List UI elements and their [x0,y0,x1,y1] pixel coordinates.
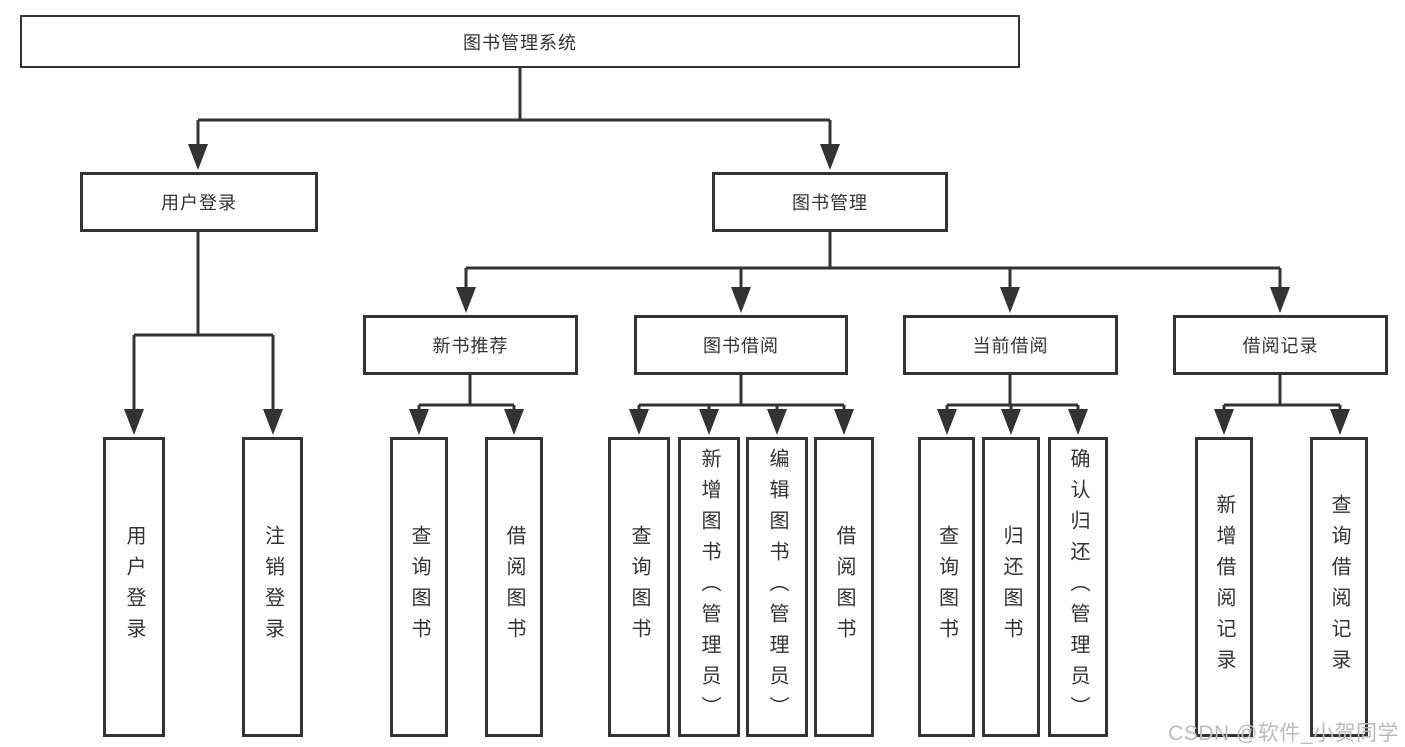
leaf-add-books-admin: 新增图书（管理员） [678,437,740,737]
leaf-user-login: 用户登录 [103,437,165,737]
connector-root [196,67,832,150]
leaf-label: 编辑图书（管理员） [766,447,788,727]
arrowhead [699,409,719,435]
leaf-label: 查询图书 [408,525,430,649]
leaf-label: 查询图书 [935,525,958,649]
connector-book-borrow [637,375,846,414]
node-user-login: 用户登录 [80,172,318,232]
leaf-borrow-books-2: 借阅图书 [814,437,874,737]
arrowhead [124,409,144,435]
connector-book-mgmt [464,232,1282,292]
arrowhead [456,287,476,313]
leaf-label: 确认归还（管理员） [1067,447,1089,727]
leaf-label: 新增借阅记录 [1213,494,1235,680]
leaf-label: 查询图书 [628,525,650,649]
connector-new-books [417,375,516,414]
leaf-label: 借阅图书 [503,525,525,649]
arrowhead [1001,409,1021,435]
arrowhead [409,409,429,435]
leaf-return-books: 归还图书 [982,437,1040,737]
csdn-watermark: CSDN @软件_小贺同学 [1168,722,1399,745]
leaf-label: 新增图书（管理员） [698,447,720,727]
leaf-add-borrow-record: 新增借阅记录 [1195,437,1253,737]
leaf-query-borrow-record: 查询借阅记录 [1310,437,1368,737]
leaf-label: 注销登录 [261,525,284,649]
connector-user-login [132,232,275,414]
leaf-query-books-2: 查询图书 [608,437,670,737]
node-book-borrow: 图书借阅 [634,315,848,375]
arrowhead [263,409,283,435]
arrowhead [820,144,840,170]
arrowhead [1330,409,1350,435]
arrowhead [1068,409,1088,435]
connector-borrow-records [1222,375,1342,414]
arrowhead [1270,287,1290,313]
leaf-edit-books-admin: 编辑图书（管理员） [746,437,808,737]
leaf-label: 借阅图书 [833,525,855,649]
arrowhead [1214,409,1234,435]
node-new-book-recommend: 新书推荐 [363,315,578,375]
arrowhead [834,409,854,435]
arrowhead [731,287,751,313]
node-book-management: 图书管理 [712,172,948,232]
arrowhead [767,409,787,435]
arrowhead [629,409,649,435]
leaf-query-books-1: 查询图书 [390,437,448,737]
arrowhead [188,144,208,170]
node-root: 图书管理系统 [20,15,1020,68]
leaf-confirm-return-admin: 确认归还（管理员） [1048,437,1108,737]
connector-current-borrow [945,375,1080,414]
leaf-logout: 注销登录 [242,437,303,737]
node-borrow-records: 借阅记录 [1173,315,1388,375]
leaf-label: 用户登录 [123,525,145,649]
arrowhead [504,409,524,435]
node-current-borrow: 当前借阅 [903,315,1118,375]
arrowhead [937,409,957,435]
leaf-borrow-books-1: 借阅图书 [485,437,543,737]
arrowhead [1000,287,1020,313]
leaf-label: 归还图书 [1000,525,1022,649]
leaf-label: 查询借阅记录 [1328,494,1350,680]
leaf-query-books-3: 查询图书 [918,437,975,737]
